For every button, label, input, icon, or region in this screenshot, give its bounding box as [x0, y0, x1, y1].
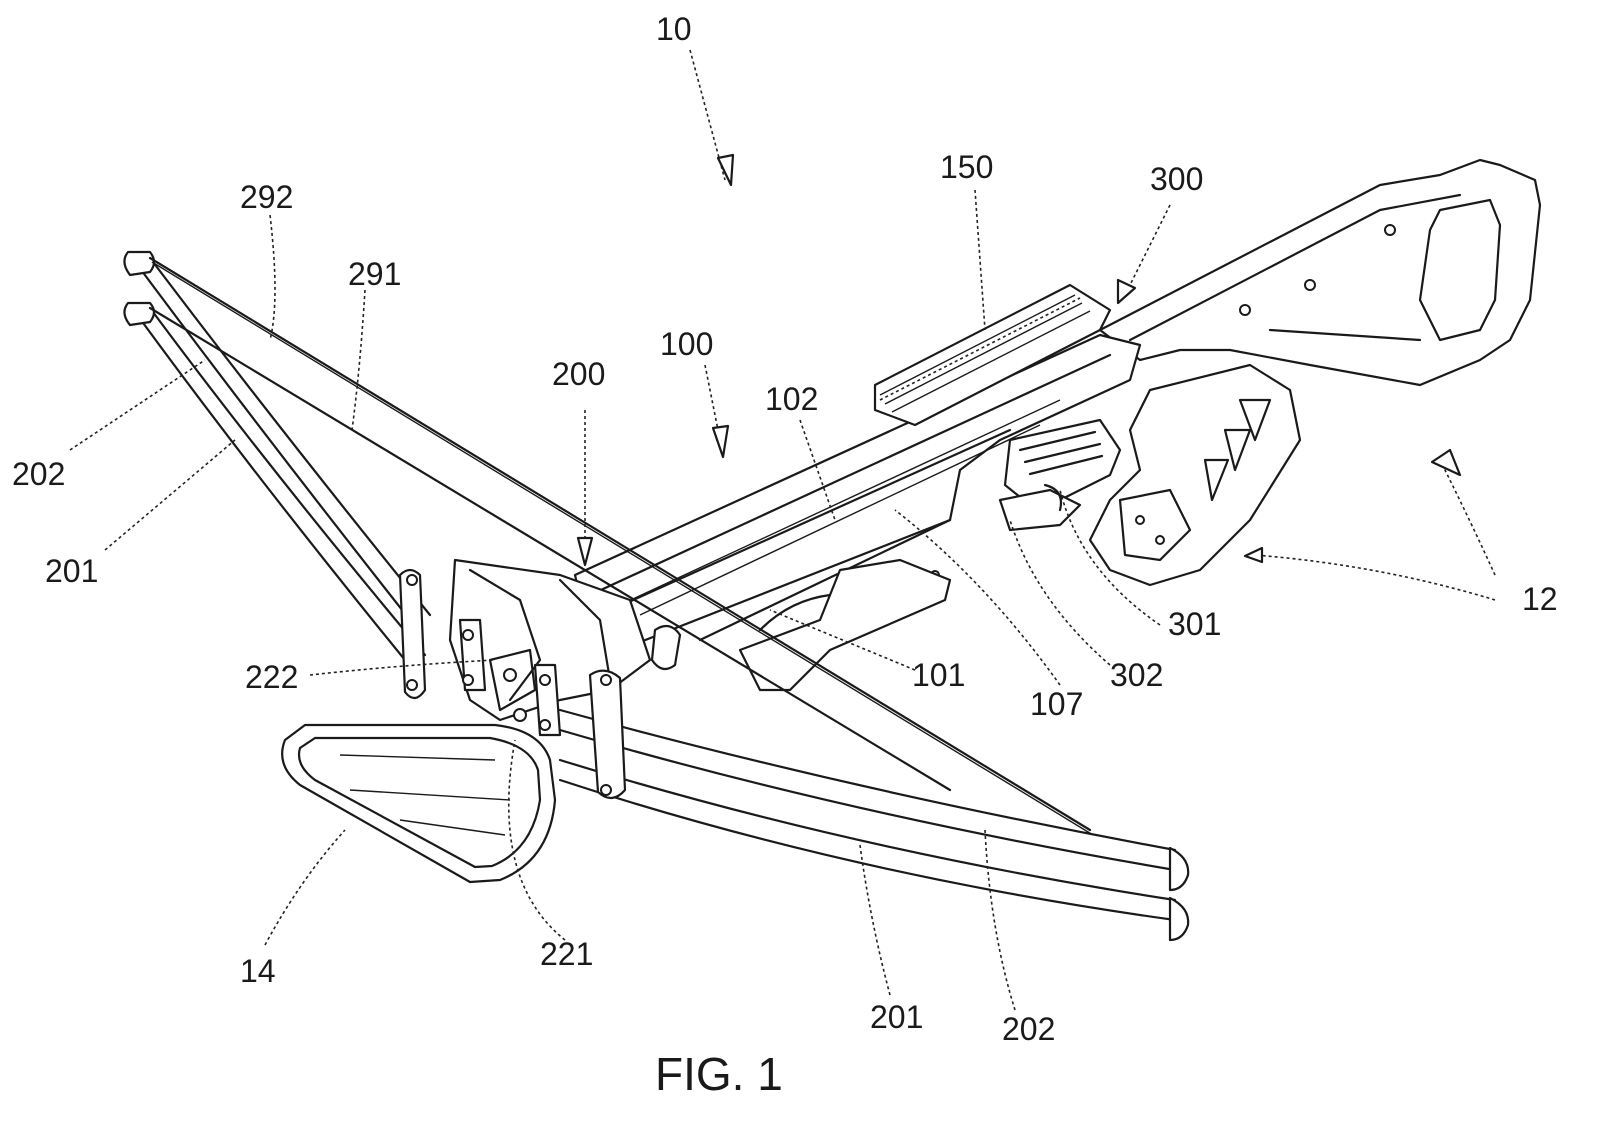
buttstock [1098, 158, 1542, 387]
ref-label: 102 [765, 381, 818, 417]
ref-label: 10 [656, 11, 692, 47]
ref-label: 201 [45, 553, 98, 589]
ref-label: 14 [240, 953, 276, 989]
trigger-housing [998, 418, 1122, 532]
riser [398, 558, 682, 800]
foot-stirrup [281, 723, 557, 884]
ref-label: 222 [245, 659, 298, 695]
figure-caption: FIG. 1 [655, 1048, 783, 1100]
ref-label: 12 [1522, 581, 1558, 617]
ref-label: 292 [240, 179, 293, 215]
ref-label: 202 [1002, 1011, 1055, 1047]
ref-label: 150 [940, 149, 993, 185]
ref-label: 101 [912, 657, 965, 693]
ref-label: 300 [1150, 161, 1203, 197]
scope-rail [873, 283, 1112, 427]
pistol-grip [1088, 363, 1302, 587]
bow-strings [148, 256, 1094, 836]
ref-label: 301 [1168, 606, 1221, 642]
ref-label: 302 [1110, 657, 1163, 693]
ref-label: 221 [540, 936, 593, 972]
ref-label: 100 [660, 326, 713, 362]
ref-label: 202 [12, 456, 65, 492]
reference-labels: 10 150 300 292 291 100 200 102 202 201 1… [12, 11, 1558, 1047]
ref-label: 200 [552, 356, 605, 392]
ref-label: 107 [1030, 686, 1083, 722]
foregrip [738, 558, 952, 692]
leader-lines [69, 49, 1496, 1011]
ref-label: 201 [870, 999, 923, 1035]
ref-label: 291 [348, 256, 401, 292]
limbs [123, 250, 1190, 942]
